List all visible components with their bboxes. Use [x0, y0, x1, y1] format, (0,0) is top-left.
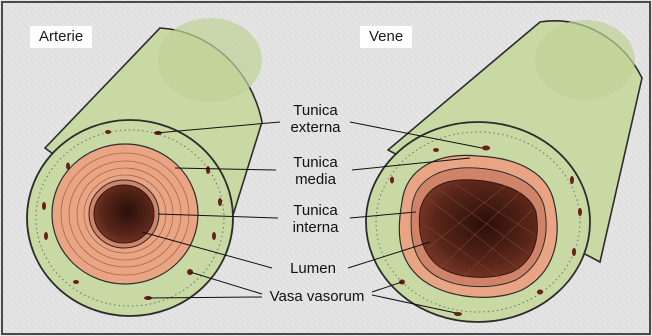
label-tunica-externa-line1: Tunica [281, 102, 350, 119]
artery-lumen [94, 185, 154, 243]
label-tunica-media-line2: media [281, 171, 350, 188]
vein-title: Vene [360, 26, 412, 48]
label-tunica-externa: Tunica externa [281, 102, 350, 136]
label-tunica-media: Tunica media [281, 154, 350, 188]
label-vasa-vasorum: Vasa vasorum [258, 288, 376, 305]
artery-title: Arterie [30, 26, 92, 48]
artery-tube-end [158, 18, 262, 102]
label-tunica-interna-line1: Tunica [281, 202, 350, 219]
label-tunica-externa-line2: externa [281, 119, 350, 136]
label-tunica-media-line1: Tunica [281, 154, 350, 171]
vein-tube-end [535, 20, 635, 100]
label-tunica-interna-line2: interna [281, 219, 350, 236]
label-lumen: Lumen [278, 260, 348, 277]
label-tunica-interna: Tunica interna [281, 202, 350, 236]
